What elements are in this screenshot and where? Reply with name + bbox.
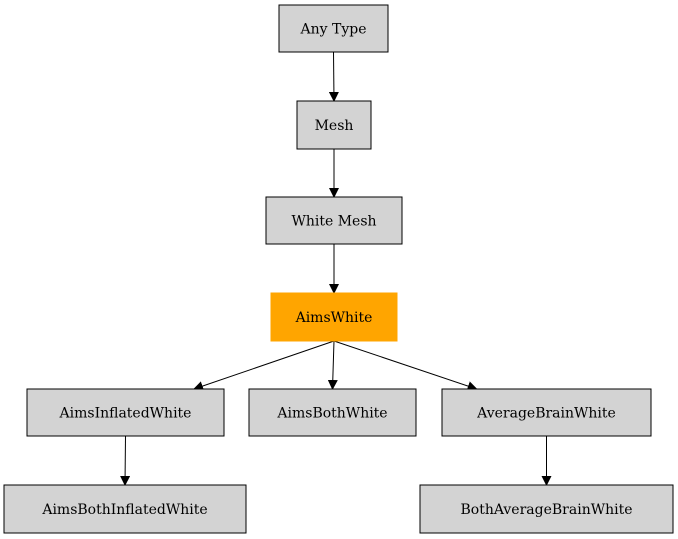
- node-aims-white[interactable]: AimsWhite: [270, 292, 398, 342]
- node-label: BothAverageBrainWhite: [461, 502, 633, 518]
- edge-aims-white-to-aims-inflated-white: [193, 340, 335, 391]
- edge-any-type-to-mesh: [328, 51, 339, 102]
- node-label: White Mesh: [291, 214, 376, 230]
- edges-layer: [120, 51, 552, 486]
- node-label: AimsBothInflatedWhite: [41, 502, 207, 518]
- node-aims-both-white[interactable]: AimsBothWhite: [248, 388, 417, 437]
- node-box: [296, 100, 372, 150]
- node-box: [3, 484, 247, 534]
- node-label: AimsWhite: [295, 310, 373, 326]
- node-label: Mesh: [315, 118, 354, 134]
- edge-aims-white-to-average-brain-white: [333, 340, 478, 391]
- node-label: AverageBrainWhite: [476, 406, 616, 422]
- node-both-average-brain-white[interactable]: BothAverageBrainWhite: [419, 484, 674, 534]
- node-label: AimsInflatedWhite: [59, 406, 192, 422]
- node-any-type[interactable]: Any Type: [278, 4, 389, 53]
- node-label: Any Type: [300, 22, 367, 38]
- node-aims-inflated-white[interactable]: AimsInflatedWhite: [26, 388, 225, 437]
- node-label: AimsBothWhite: [276, 406, 387, 422]
- node-mesh[interactable]: Mesh: [296, 100, 372, 150]
- node-box: [419, 484, 674, 534]
- node-aims-both-inflated-white[interactable]: AimsBothInflatedWhite: [3, 484, 247, 534]
- edge-aims-white-to-aims-both-white: [327, 340, 338, 390]
- edge-aims-inflated-white-to-aims-both-inflated-white: [120, 435, 131, 486]
- node-box: [278, 4, 389, 53]
- node-average-brain-white[interactable]: AverageBrainWhite: [441, 388, 652, 437]
- node-box: [441, 388, 652, 437]
- node-box: [265, 196, 403, 245]
- node-box: [26, 388, 225, 437]
- node-white-mesh[interactable]: White Mesh: [265, 196, 403, 245]
- node-box: [270, 292, 398, 342]
- node-box: [248, 388, 417, 437]
